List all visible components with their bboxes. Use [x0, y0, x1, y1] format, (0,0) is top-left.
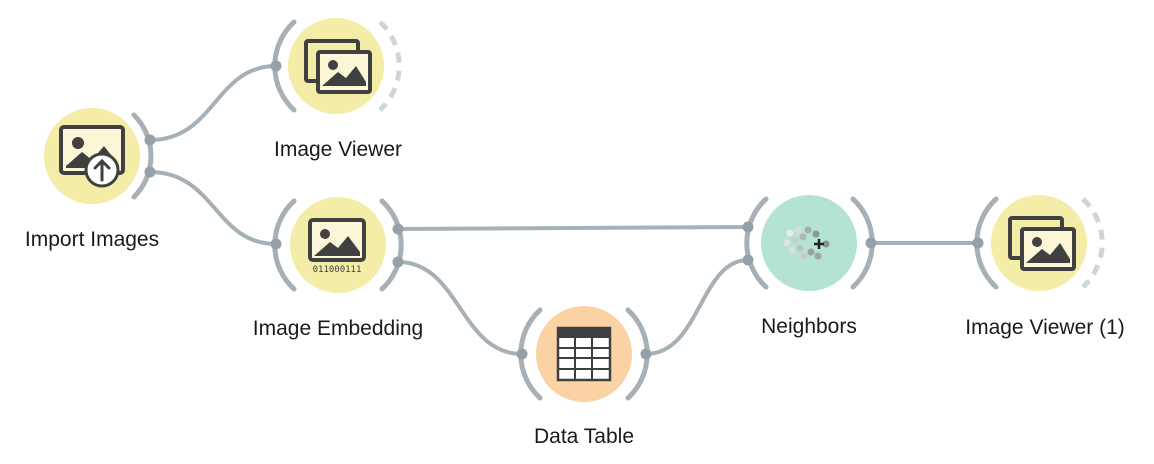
output-anchor[interactable]	[144, 134, 156, 146]
input-channel-arc	[744, 196, 769, 290]
output-anchor[interactable]	[865, 237, 877, 249]
widget-label-neighbors: Neighbors	[761, 315, 857, 338]
input-anchor[interactable]	[270, 238, 282, 250]
input-anchor[interactable]	[742, 221, 754, 233]
widget-image-viewer[interactable]	[270, 18, 402, 114]
widget-label-data-table: Data Table	[533, 425, 635, 448]
import-images-icon	[59, 125, 125, 188]
output-channel-arc	[131, 112, 154, 200]
widget-label-image-viewer-1: Image Viewer (1)	[965, 316, 1125, 339]
widget-import-images[interactable]	[44, 108, 156, 204]
widget-label-import-images: Import Images	[24, 228, 160, 251]
link-import-images-to-image-viewer[interactable]	[148, 64, 278, 142]
links	[148, 64, 980, 356]
widget-label-image-viewer: Image Viewer	[273, 138, 403, 161]
data-table-icon	[556, 326, 612, 382]
output-anchor[interactable]	[392, 223, 404, 235]
widget-image-embedding[interactable]: 011000111	[270, 197, 404, 293]
output-channel-arc	[379, 198, 404, 292]
output-anchor[interactable]	[640, 348, 652, 360]
input-anchor[interactable]	[270, 60, 282, 72]
output-anchor[interactable]	[392, 256, 404, 268]
neighbors-icon	[783, 226, 830, 260]
widget-neighbors[interactable]	[742, 195, 877, 291]
link-import-images-to-image-embedding[interactable]	[148, 170, 278, 246]
input-anchor[interactable]	[516, 348, 528, 360]
output-anchor[interactable]	[144, 166, 156, 178]
image-viewer-icon	[304, 39, 372, 94]
link-image-embedding-to-data-table[interactable]	[396, 260, 524, 356]
link-image-embedding-to-neighbors[interactable]	[396, 225, 750, 231]
widget-label-image-embedding: Image Embedding	[252, 317, 424, 340]
image-viewer-icon	[1008, 216, 1076, 271]
input-anchor[interactable]	[972, 237, 984, 249]
link-data-table-to-neighbors[interactable]	[644, 258, 750, 356]
image-embedding-icon: 011000111	[308, 218, 366, 275]
widget-background	[761, 195, 857, 291]
widget-data-table[interactable]	[516, 306, 652, 402]
input-anchor[interactable]	[742, 254, 754, 266]
embedding-caption: 011000111	[313, 265, 362, 275]
widget-image-viewer-1[interactable]	[972, 195, 1105, 291]
